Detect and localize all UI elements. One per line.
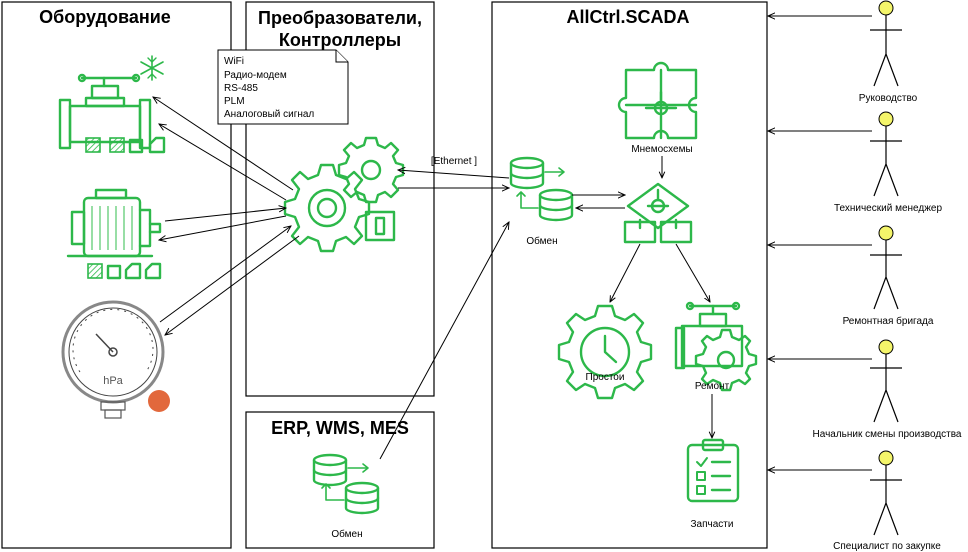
downtime-label: Простои [586, 372, 625, 383]
mnemo-label: Мнемосхемы [631, 144, 692, 155]
puzzle-mnemo-icon [617, 61, 698, 140]
gear-clock-icon [557, 304, 653, 400]
erp-title: ERP, WMS, MES [271, 418, 409, 438]
actor-label-tech-manager: Технический менеджер [834, 203, 942, 214]
exchange-label-scada: Обмен [526, 235, 557, 247]
snowflake-icon [140, 55, 164, 81]
note-line-1: WiFi [224, 56, 244, 67]
actor-label-purchase-specialist: Специалист по закупке [833, 541, 941, 552]
repair-label: Ремонт [695, 381, 730, 392]
connectors [153, 16, 872, 470]
actor-tech-manager: Технический менеджер [834, 111, 942, 214]
pressure-gauge-icon: hPa [61, 300, 165, 419]
scada-title: AllCtrl.SCADA [566, 7, 689, 27]
erp-panel [245, 411, 435, 549]
database-exchange-icon-scada [509, 156, 574, 222]
database-exchange-icon-erp [312, 453, 380, 515]
actor-shift-chief: Начальник смены производства [813, 339, 962, 440]
scada-panel [491, 1, 768, 549]
process-flow-icon [623, 182, 693, 244]
switch-icon [364, 210, 396, 242]
converters-title-line1: Преобразователи, [258, 8, 422, 28]
exchange-label-erp: Обмен [331, 528, 362, 540]
gears-controller-icon [283, 136, 405, 253]
ethernet-label: [Ethernet ] [431, 156, 477, 167]
parts-label: Запчасти [691, 519, 734, 530]
clipboard-checklist-icon [686, 438, 740, 503]
status-indicator-dot [148, 390, 170, 412]
note-line-3: RS-485 [224, 83, 258, 94]
equipment-title: Оборудование [39, 7, 171, 27]
actor-label-shift-chief: Начальник смены производства [813, 429, 962, 440]
actor-management: Руководство [859, 0, 918, 104]
electric-motor-icon [66, 188, 162, 280]
actor-repair-team: Ремонтная бригада [843, 225, 934, 327]
note-line-5: Аналоговый сигнал [224, 109, 314, 120]
valve-icon [58, 73, 166, 154]
protocols-note: WiFi Радио-модем RS-485 PLM Аналоговый с… [217, 49, 349, 125]
actor-label-repair-team: Ремонтная бригада [843, 315, 934, 327]
valve-gear-icon [674, 301, 758, 392]
actor-purchase-specialist: Специалист по закупке [833, 450, 941, 552]
note-line-4: PLM [224, 96, 245, 107]
note-line-2: Радио-модем [224, 70, 287, 81]
equipment-panel [1, 1, 232, 549]
gauge-unit: hPa [103, 375, 123, 387]
actor-label-management: Руководство [859, 93, 918, 104]
converters-title-line2: Контроллеры [279, 30, 401, 50]
